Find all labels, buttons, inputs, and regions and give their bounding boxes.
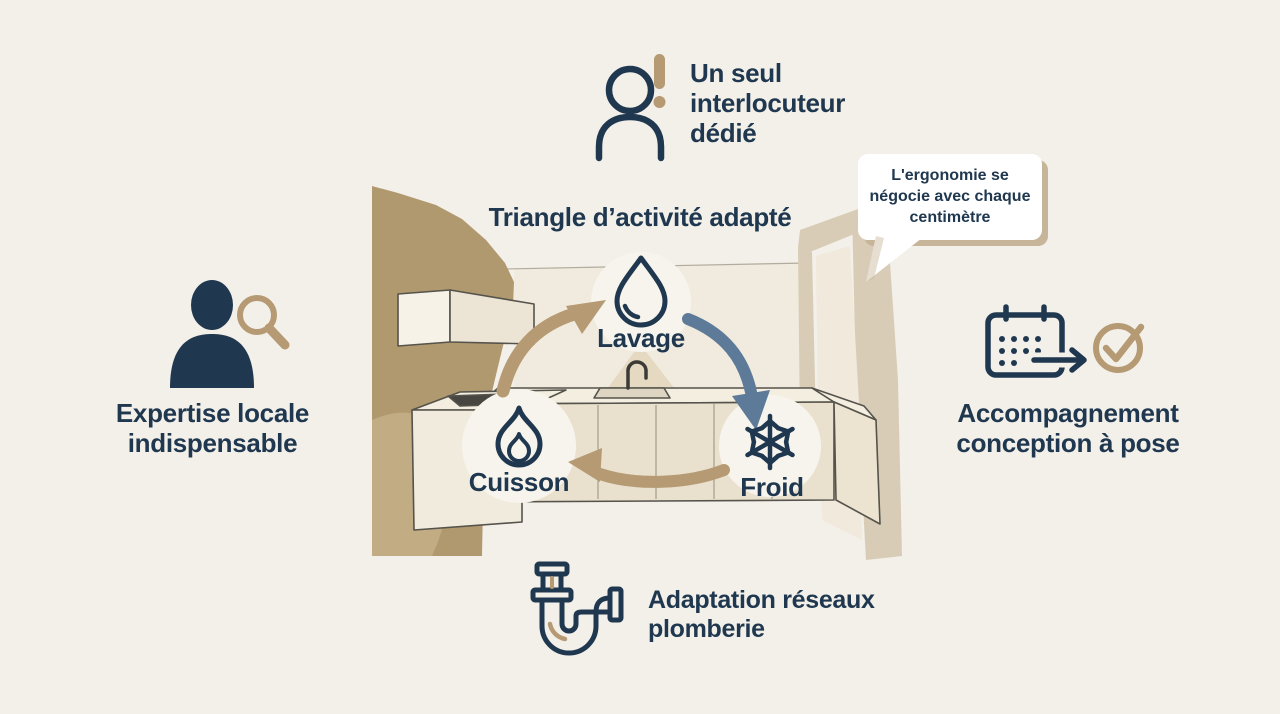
arrow-froid-to-cuisson [568, 448, 730, 488]
person-exclamation-icon [595, 54, 666, 162]
pipe-trap-icon [530, 561, 624, 656]
calendar-to-check-icon [985, 304, 1145, 378]
range-hood-front [397, 289, 451, 347]
node-froid-label: Froid [740, 472, 804, 502]
node-cuisson-label: Cuisson [468, 467, 570, 497]
feature-bottom-label: Adaptation réseaux plomberie [648, 586, 875, 643]
speech-bubble-text: L'ergonomie se négocie avec chaque centi… [869, 167, 1031, 226]
door-left-jamb [798, 248, 816, 428]
node-lavage-label: Lavage [597, 323, 685, 353]
faucet [626, 360, 648, 390]
water-drop-icon [614, 255, 668, 328]
arrow-lavage-to-froid [682, 313, 770, 430]
flame-icon [495, 405, 543, 468]
arrow-cuisson-to-lavage [496, 300, 606, 398]
speech-bubble-tail [866, 236, 922, 283]
feature-right-label: Accompagnement conception à pose [956, 398, 1180, 459]
person-magnifier-icon [170, 280, 290, 388]
node-lavage-circle [591, 252, 691, 352]
node-cuisson-circle [462, 389, 576, 503]
sink [593, 387, 671, 399]
calendar-dots [999, 336, 1041, 366]
diagram-title: Triangle d’activité adapté [488, 202, 792, 232]
speech-bubble: L'ergonomie se négocie avec chaque centi… [858, 154, 1042, 283]
feature-top-label: Un seul interlocuteur dédié [690, 58, 846, 149]
feature-left-label: Expertise locale indispensable [115, 398, 310, 459]
